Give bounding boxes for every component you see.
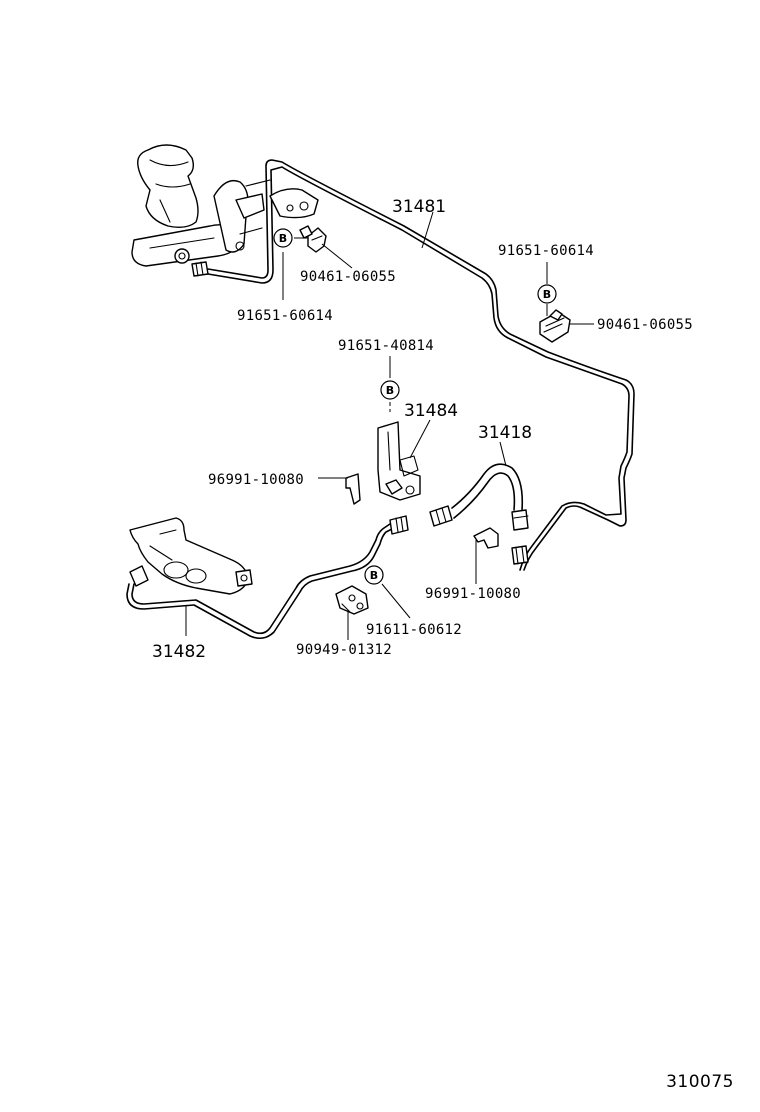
clamp-top-right-part: [539, 309, 571, 343]
clamp-top-left-part: [299, 225, 327, 253]
badge-b-bottom: B: [364, 565, 384, 585]
label-tube-lower: 31482: [152, 642, 206, 662]
label-bracket: 31484: [404, 401, 458, 421]
release-cylinder: [129, 517, 253, 595]
hose-clip-right-part: [473, 527, 499, 549]
bracket-31484: [377, 421, 421, 501]
badge-b-top-right: B: [537, 284, 557, 304]
leader-lines: [185, 211, 594, 640]
hose-clip-left-part: [345, 473, 361, 505]
label-clamp-bottom: 91611-60612: [366, 622, 462, 638]
upper-tube-bracket: [269, 188, 319, 219]
label-tube-upper: 31481: [392, 197, 446, 217]
badge-b-top-left: B: [273, 228, 293, 248]
label-clamp-top-right: 91651-60614: [498, 243, 594, 259]
badge-b-bottom-letter: B: [370, 569, 378, 582]
label-clip-top-right: 90461-06055: [597, 317, 693, 333]
label-hose-clip-left: 96991-10080: [208, 472, 304, 488]
tube-lower-pipe: [126, 515, 409, 640]
label-clip-top-left: 90461-06055: [300, 269, 396, 285]
flexible-hose-31418: [429, 463, 529, 531]
tube-upper-pipe: [191, 159, 635, 571]
label-bolt-bottom: 90949-01312: [296, 642, 392, 658]
badge-b-center-letter: B: [386, 384, 394, 397]
master-cylinder: [131, 144, 271, 267]
label-clamp-top-left: 91651-60614: [237, 308, 333, 324]
badge-b-top-right-letter: B: [543, 288, 551, 301]
junction-nut: [511, 545, 529, 565]
badge-b-top-left-letter: B: [279, 232, 287, 245]
badge-b-center: B: [380, 380, 400, 400]
clamp-bottom-part: [335, 585, 369, 615]
diagram-number: 310075: [666, 1072, 734, 1092]
label-flex-hose: 31418: [478, 423, 532, 443]
label-hose-clip-right: 96991-10080: [425, 586, 521, 602]
label-bracket-bolt: 91651-40814: [338, 338, 434, 354]
